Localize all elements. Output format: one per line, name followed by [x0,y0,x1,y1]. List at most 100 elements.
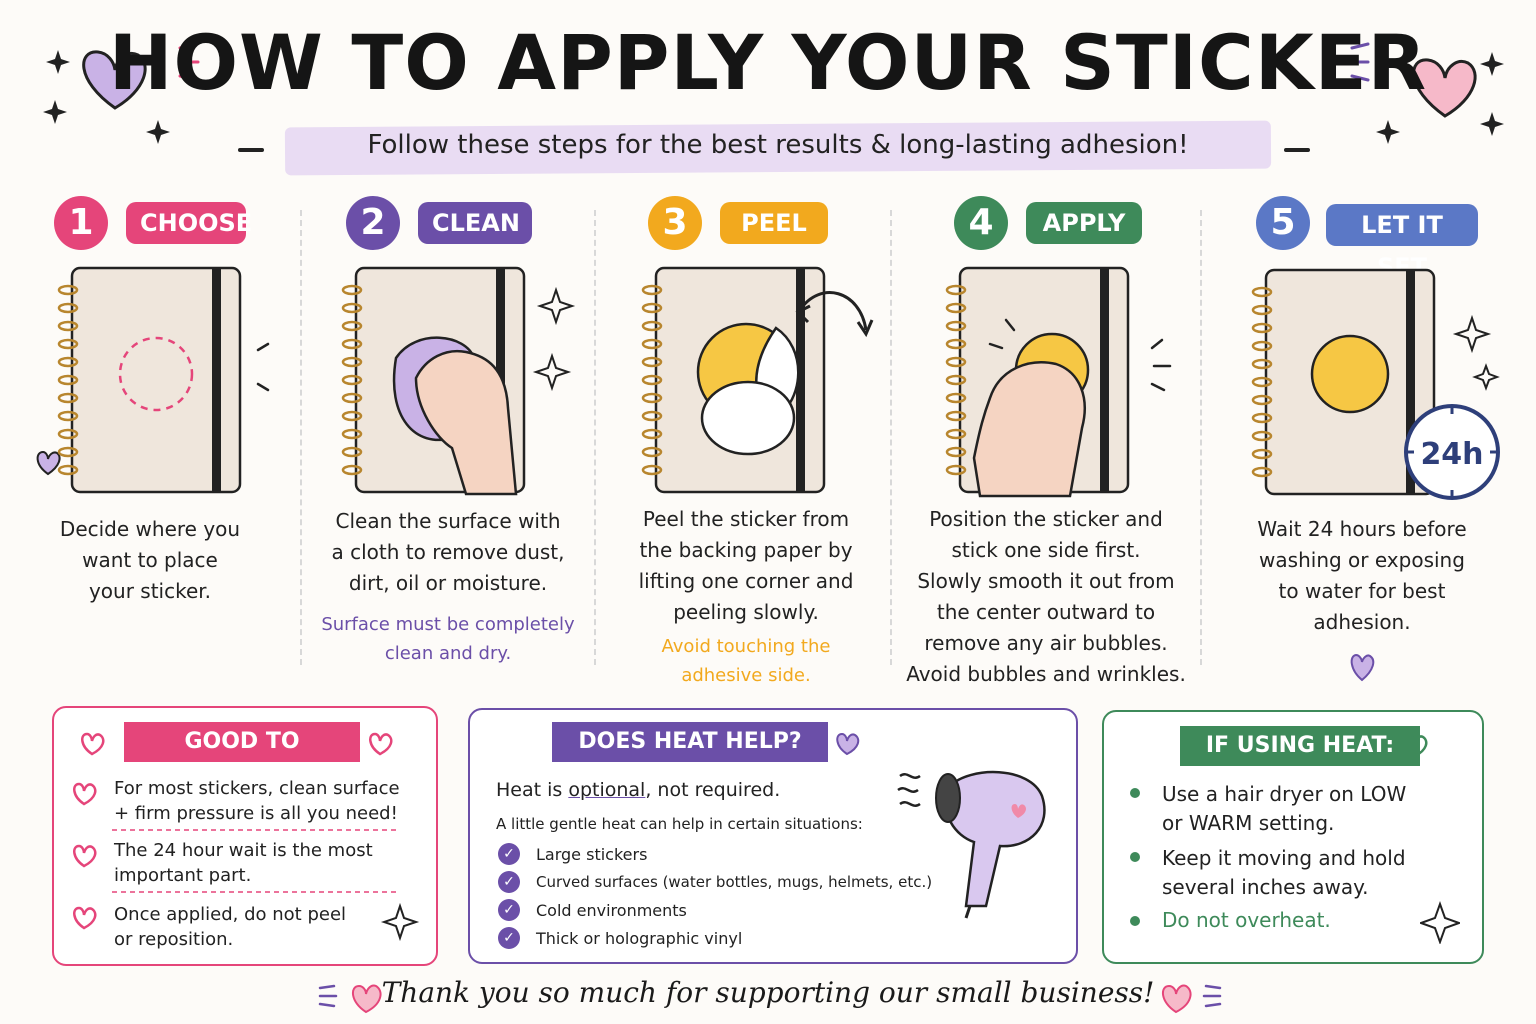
notebook-illustration-peel [641,266,826,494]
step-3-text: Peel the sticker from the backing paper … [608,504,884,628]
step-text-line: to water for best [1278,579,1446,603]
bullet-dot [1130,852,1140,862]
good-to-know-item: For most stickers, clean surface + firm … [114,776,414,826]
sparkle-icon [1452,314,1500,391]
step-1-text: Decide where you want to place your stic… [20,514,280,607]
step-text-line: Avoid bubbles and wrinkles. [906,662,1186,686]
item-line: important part. [114,865,252,886]
good-to-know-item: The 24 hour wait is the most important p… [114,838,414,888]
text-fragment: Heat is [496,779,569,801]
sparkle-icon [43,50,1504,144]
step-text-line: peeling slowly. [673,600,819,624]
step-2-text: Clean the surface with a cloth to remove… [310,506,586,599]
step-text-line: lifting one corner and [638,569,854,593]
step-text-line: the center outward to [936,600,1156,624]
step-divider [890,210,892,665]
step-text-line: Wait 24 hours before [1257,517,1467,541]
step-text-line: washing or exposing [1259,548,1465,572]
heart-icon [836,732,860,756]
step-5-text: Wait 24 hours before washing or exposing… [1224,514,1500,638]
notebook-illustration-clean [341,266,526,496]
step-label-apply: APPLY [1026,202,1142,244]
heat-help-line1: Heat is optional, not required. [496,778,916,803]
step-label-peel: PEEL [720,202,828,244]
using-heat-warning: Do not overheat. [1162,908,1331,932]
using-heat-title: IF USING HEAT: [1180,726,1420,766]
heart-icon [82,50,147,110]
heart-icon [352,984,382,1014]
heat-help-item: Curved surfaces (water bottles, mugs, he… [536,873,933,891]
step-divider [300,210,302,665]
heat-help-item: Large stickers [536,845,648,864]
step-note-line: Avoid touching the [661,636,831,657]
heart-icon [73,906,97,930]
item-line: + firm pressure is all you need! [114,803,398,824]
notebook-illustration-let-it-set [1251,268,1436,496]
step-text-line: your sticker. [88,579,212,603]
page-title: HOW TO APPLY YOUR STICKER [108,18,1428,107]
bullet-dot [1130,916,1140,926]
subtitle-dash-left [238,148,264,152]
page-subtitle: Follow these steps for the best results … [367,130,1189,160]
step-text-line: stick one side first. [951,538,1141,562]
heart-icon [1404,734,1428,758]
step-label-choose: CHOOSE [126,202,252,244]
heat-help-line2: A little gentle heat can help in certain… [496,815,863,833]
item-line: several inches away. [1162,875,1369,899]
heart-icon [1412,58,1477,118]
step-number-5: 5 [1256,196,1310,250]
sparkle-icon [1420,901,1460,944]
check-icon: ✓ [498,871,520,893]
text-fragment: , not required. [645,779,781,801]
heart-icon [369,732,393,756]
hair-dryer-icon [897,770,1046,919]
step-2-note: Surface must be completely clean and dry… [310,610,586,668]
step-text-line: Peel the sticker from [642,507,850,531]
step-label-let-it-set: LET IT SET [1326,204,1478,281]
using-heat-item: Keep it moving and hold several inches a… [1162,844,1462,902]
step-text-line: want to place [82,548,218,572]
step-number-3: 3 [648,196,702,250]
step-label-clean: CLEAN [418,202,532,244]
step-text-line: Clean the surface with [335,509,561,533]
item-line: For most stickers, clean surface [114,778,400,799]
step-text-line: remove any air bubbles. [924,631,1168,655]
item-line: The 24 hour wait is the most [114,840,373,861]
step-note-line: adhesive side. [681,665,811,686]
good-to-know-title: GOOD TO KNOW [124,722,360,794]
check-icon: ✓ [498,843,520,865]
notebook-illustration-choose [57,266,242,494]
heart-icon [81,732,105,756]
step-text-line: Slowly smooth it out from [917,569,1175,593]
step-divider [1200,210,1202,665]
heat-help-item: Cold environments [536,901,687,920]
heart-icon [1162,984,1192,1014]
step-divider [594,210,596,665]
heat-help-title: DOES HEAT HELP? [552,722,828,762]
sparkle-icon [532,286,576,392]
item-line: or reposition. [114,929,234,950]
step-number-4: 4 [954,196,1008,250]
timer-badge-text: 24h [1420,437,1483,472]
item-line: Use a hair dryer on LOW [1162,782,1407,806]
step-number-2: 2 [346,196,400,250]
optional-emphasis: optional [568,779,646,801]
heart-icon [73,782,97,806]
step-number-1: 1 [54,196,108,250]
check-icon: ✓ [498,927,520,949]
step-3-note: Avoid touching the adhesive side. [608,632,884,690]
item-line: Keep it moving and hold [1162,846,1406,870]
footer-thanks: Thank you so much for supporting our sma… [381,976,1155,1009]
step-text-line: adhesion. [1313,610,1411,634]
item-line: or WARM setting. [1162,811,1335,835]
footer-decor [318,984,1222,1014]
step-text-line: the backing paper by [639,538,853,562]
bullet-dot [1130,788,1140,798]
good-to-know-item: Once applied, do not peel or reposition. [114,902,374,952]
step-note-line: Surface must be completely [321,614,575,635]
check-icon: ✓ [498,899,520,921]
heart-icon [1350,653,1375,682]
item-line: Once applied, do not peel [114,904,347,925]
step-text-line: a cloth to remove dust, [331,540,565,564]
